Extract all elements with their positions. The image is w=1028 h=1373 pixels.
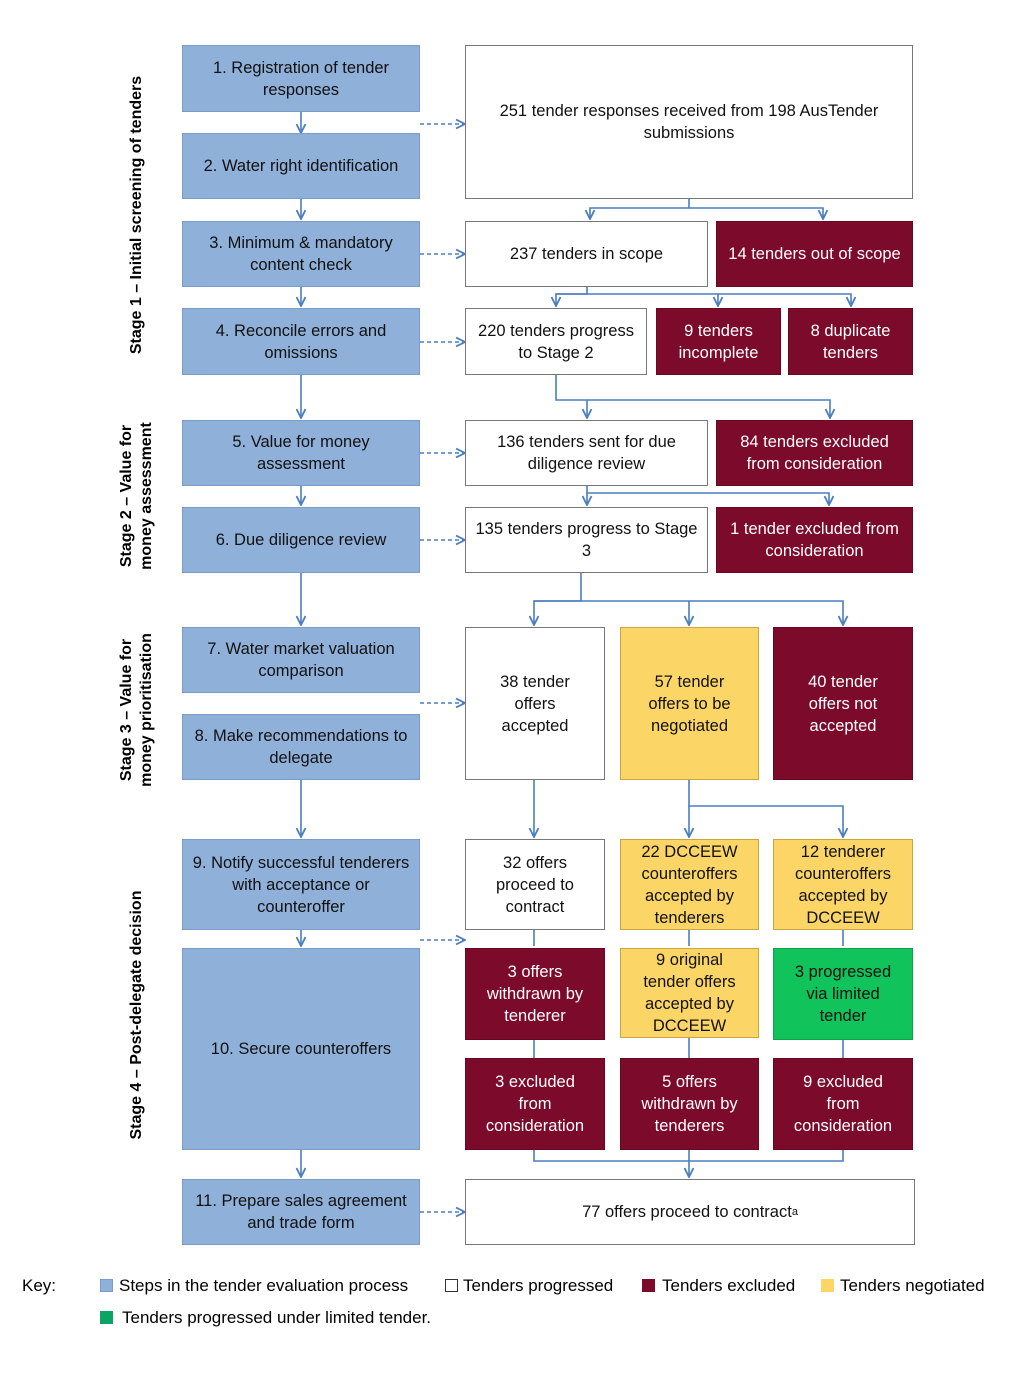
outcome-received: 251 tender responses received from 198 A… <box>465 45 913 199</box>
key-title: Key: <box>22 1276 57 1295</box>
outcome-not-accepted-40: 40 tender offers not accepted <box>773 627 913 780</box>
stage-2-label-line2: money assessment <box>138 422 155 570</box>
key-negotiated: Tenders negotiated <box>840 1276 985 1295</box>
step-6-due-diligence: 6. Due diligence review <box>182 507 420 573</box>
step-10-secure-counteroffers: 10. Secure counteroffers <box>182 948 420 1150</box>
outcome-excluded-9: 9 excluded from consideration <box>773 1058 913 1150</box>
step-2-water-right: 2. Water right identification <box>182 133 420 199</box>
outcome-withdrawn-5: 5 offers withdrawn by tenderers <box>620 1058 759 1150</box>
stage-1-label: Stage 1 – Initial screening of tenders <box>128 75 145 355</box>
stage-4-label: Stage 4 – Post-delegate decision <box>128 890 145 1140</box>
outcome-limited-3: 3 progressed via limited tender <box>773 948 913 1040</box>
outcome-original-9: 9 original tender offers accepted by DCC… <box>620 948 759 1038</box>
outcome-excluded-3: 3 excluded from consideration <box>465 1058 605 1150</box>
stage-3-label: Stage 3 – Value for money prioritisation <box>117 633 157 787</box>
key-swatch-negotiated <box>821 1279 834 1292</box>
step-9-notify: 9. Notify successful tenderers with acce… <box>182 839 420 930</box>
key-swatch-progressed <box>445 1279 458 1292</box>
outcome-counter-12: 12 tenderer counteroffers accepted by DC… <box>773 839 913 930</box>
outcome-progress-stage-2: 220 tenders progress to Stage 2 <box>465 308 647 375</box>
step-8-recommendations: 8. Make recommendations to delegate <box>182 714 420 780</box>
outcome-counter-22: 22 DCCEEW counteroffers accepted by tend… <box>620 839 759 930</box>
key-swatch-excluded <box>642 1279 655 1292</box>
outcome-incomplete: 9 tenders incomplete <box>656 308 781 375</box>
step-7-market-valuation: 7. Water market valuation comparison <box>182 627 420 693</box>
key-excluded: Tenders excluded <box>662 1276 796 1295</box>
outcome-withdrawn-3: 3 offers withdrawn by tenderer <box>465 948 605 1040</box>
step-5-value-for-money: 5. Value for money assessment <box>182 420 420 486</box>
outcome-negotiated-57: 57 tender offers to be negotiated <box>620 627 759 780</box>
key-swatch-limited <box>100 1311 113 1324</box>
key-progressed: Tenders progressed <box>463 1276 614 1295</box>
step-11-sales-agreement: 11. Prepare sales agreement and trade fo… <box>182 1179 420 1245</box>
key-steps: Steps in the tender evaluation process <box>119 1276 409 1295</box>
stage-3-label-line2: money prioritisation <box>138 633 155 787</box>
outcome-final-text: 77 offers proceed to contract <box>582 1203 792 1221</box>
key-limited: Tenders progressed under limited tender. <box>122 1308 432 1327</box>
stage-3-label-line1: Stage 3 – Value for <box>118 638 135 782</box>
step-1-registration: 1. Registration of tender responses <box>182 45 420 112</box>
outcome-excluded-84: 84 tenders excluded from consideration <box>716 420 913 486</box>
outcome-progress-stage-3: 135 tenders progress to Stage 3 <box>465 507 708 573</box>
outcome-due-diligence: 136 tenders sent for due diligence revie… <box>465 420 708 486</box>
outcome-out-of-scope: 14 tenders out of scope <box>716 221 913 287</box>
outcome-duplicate: 8 duplicate tenders <box>788 308 913 375</box>
outcome-excluded-1: 1 tender excluded from consideration <box>716 507 913 573</box>
outcome-proceed-32: 32 offers proceed to contract <box>465 839 605 930</box>
outcome-accepted-38: 38 tender offers accepted <box>465 627 605 780</box>
outcome-in-scope: 237 tenders in scope <box>465 221 708 287</box>
step-3-content-check: 3. Minimum & mandatory content check <box>182 221 420 287</box>
stage-2-label: Stage 2 – Value for money assessment <box>117 422 157 570</box>
step-4-reconcile: 4. Reconcile errors and omissions <box>182 308 420 375</box>
key-swatch-steps <box>100 1279 113 1292</box>
stage-2-label-line1: Stage 2 – Value for <box>118 424 135 568</box>
